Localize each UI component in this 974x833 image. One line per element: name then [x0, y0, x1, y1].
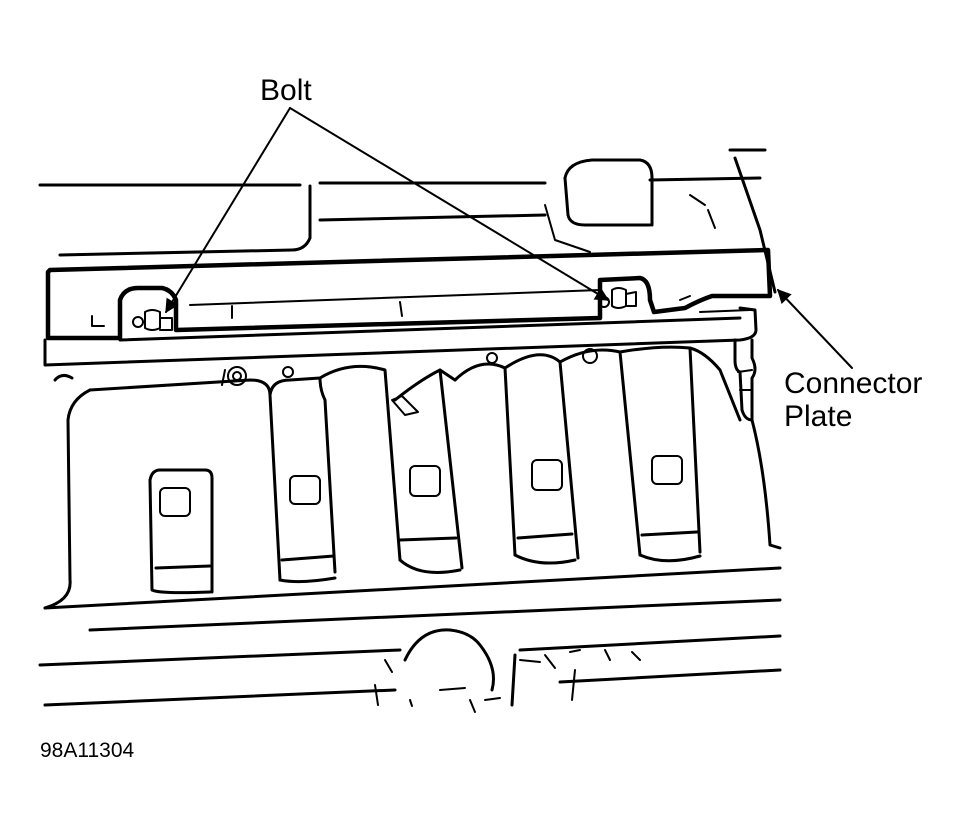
bolt-left-arrow: [165, 107, 291, 314]
connector-plate: [45, 247, 773, 341]
figure-id: 98A11304: [40, 739, 135, 762]
bolt-right-arrow: [289, 107, 610, 301]
lower-engine-details: [374, 628, 641, 713]
bolt-left: [132, 309, 173, 331]
intake-manifold: [38, 345, 782, 707]
engine-background-lines: [38, 148, 777, 294]
fuel-rail: [43, 306, 758, 422]
connector-plate-label-line2: Plate: [784, 400, 852, 433]
connector-plate-label-line1: Connector: [784, 367, 922, 400]
connector-plate-arrow: [777, 288, 853, 369]
callout-arrows: [165, 107, 853, 369]
bolt-label: Bolt: [260, 74, 312, 107]
